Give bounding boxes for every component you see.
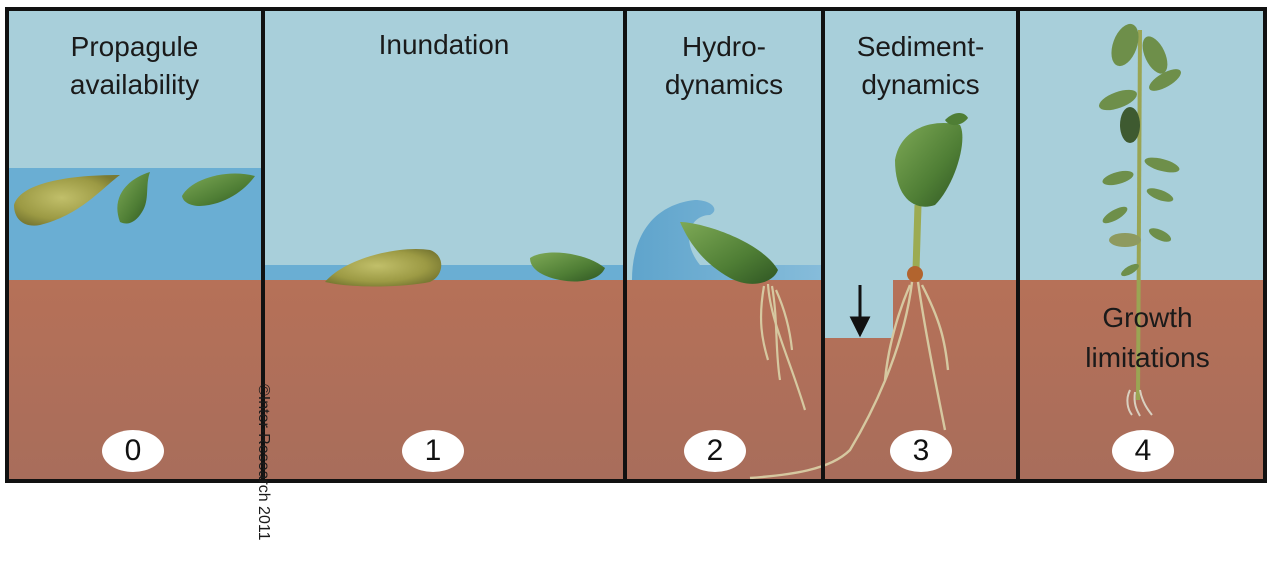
- copyright-notice: ©Inter-Research 2011: [252, 384, 272, 584]
- panel-4-number: 4: [1112, 430, 1174, 472]
- panel-2-number: 2: [684, 430, 746, 472]
- panel-4-scene: [1020, 10, 1265, 480]
- panel-0-title: Propagule availability: [8, 28, 261, 104]
- panel-1-title: Inundation: [265, 26, 623, 64]
- panel-1-number: 1: [402, 430, 464, 472]
- establishment-diagram: Propagule availability Inundation Hydro-…: [0, 0, 1274, 488]
- panel-0-number: 0: [102, 430, 164, 472]
- panel-3-title: Sediment- dynamics: [825, 28, 1016, 104]
- panel-4-label: Growth limitations: [1030, 298, 1265, 378]
- panel-2-title: Hydro- dynamics: [627, 28, 821, 104]
- panel-1-scene: [265, 10, 623, 480]
- panel-3-number: 3: [890, 430, 952, 472]
- stem: [916, 205, 918, 270]
- hypocotyl-base: [907, 266, 923, 282]
